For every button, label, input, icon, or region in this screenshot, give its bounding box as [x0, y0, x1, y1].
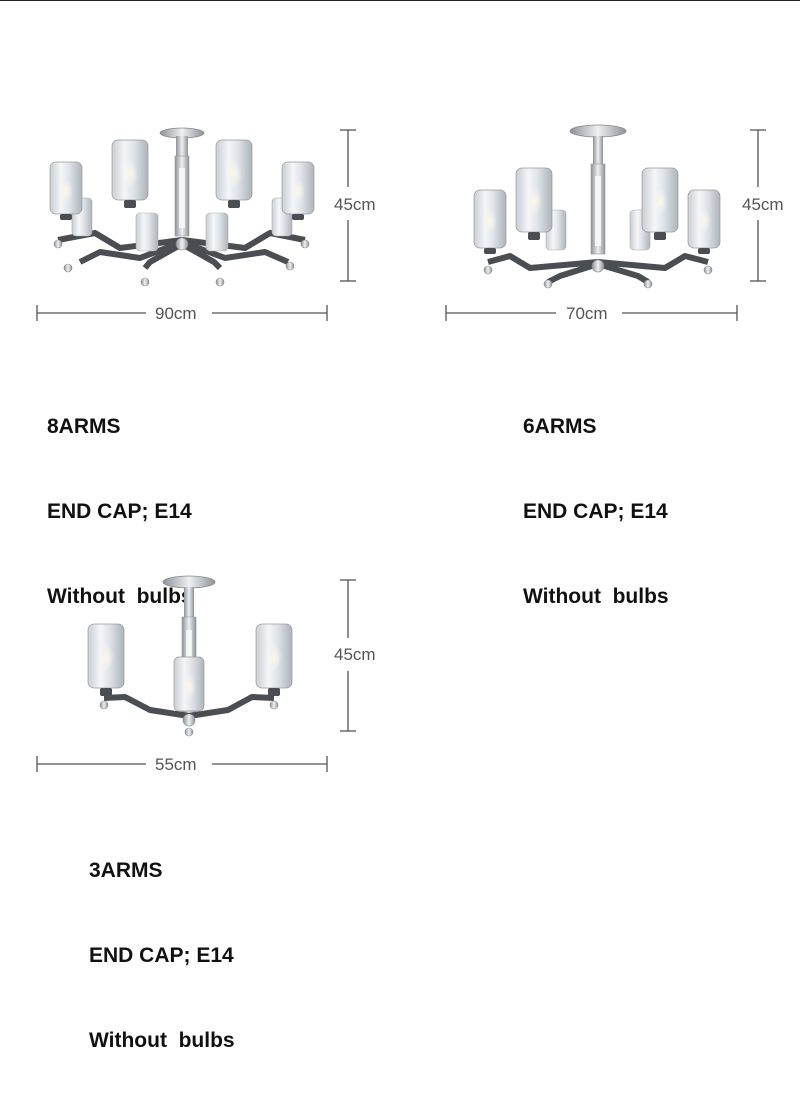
arms-count: 6ARMS: [523, 415, 597, 438]
product-3-arms: 45cm 55cm 3ARMS END CAP; E14 Without bul…: [0, 540, 400, 1051]
product-6-arms: 45cm 70cm 6ARMS END CAP; E14 Without bul…: [400, 0, 800, 607]
product-8-arms: 45cm 90cm 8ARMS END CAP; E14 Without bul…: [0, 0, 400, 607]
height-dimension-label: 45cm: [334, 645, 376, 664]
width-dimension-label: 70cm: [566, 304, 608, 323]
spec-block: 3ARMS END CAP; E14 Without bulbs: [89, 818, 235, 1115]
chandelier-3-arms-image: 45cm 55cm: [36, 575, 376, 774]
chandelier-6-arms-image: 45cm 70cm: [445, 124, 784, 323]
height-dimension-label: 45cm: [334, 195, 376, 214]
spec-block: 8ARMS END CAP; E14 Without bulbs: [47, 374, 193, 671]
bulbs-note: Without bulbs: [523, 585, 669, 608]
end-cap-spec: END CAP; E14: [89, 944, 234, 967]
width-dimension-label: 90cm: [155, 304, 197, 323]
end-cap-spec: END CAP; E14: [523, 500, 668, 523]
height-dimension-label: 45cm: [742, 195, 784, 214]
arms-count: 3ARMS: [89, 859, 163, 882]
width-dimension-label: 55cm: [155, 755, 197, 774]
arms-count: 8ARMS: [47, 415, 121, 438]
spec-block: 6ARMS END CAP; E14 Without bulbs: [523, 374, 669, 671]
chandelier-8-arms-image: 45cm 90cm: [36, 127, 376, 323]
bulbs-note: Without bulbs: [47, 585, 193, 608]
top-divider: [0, 0, 800, 1]
end-cap-spec: END CAP; E14: [47, 500, 192, 523]
bulbs-note: Without bulbs: [89, 1029, 235, 1052]
